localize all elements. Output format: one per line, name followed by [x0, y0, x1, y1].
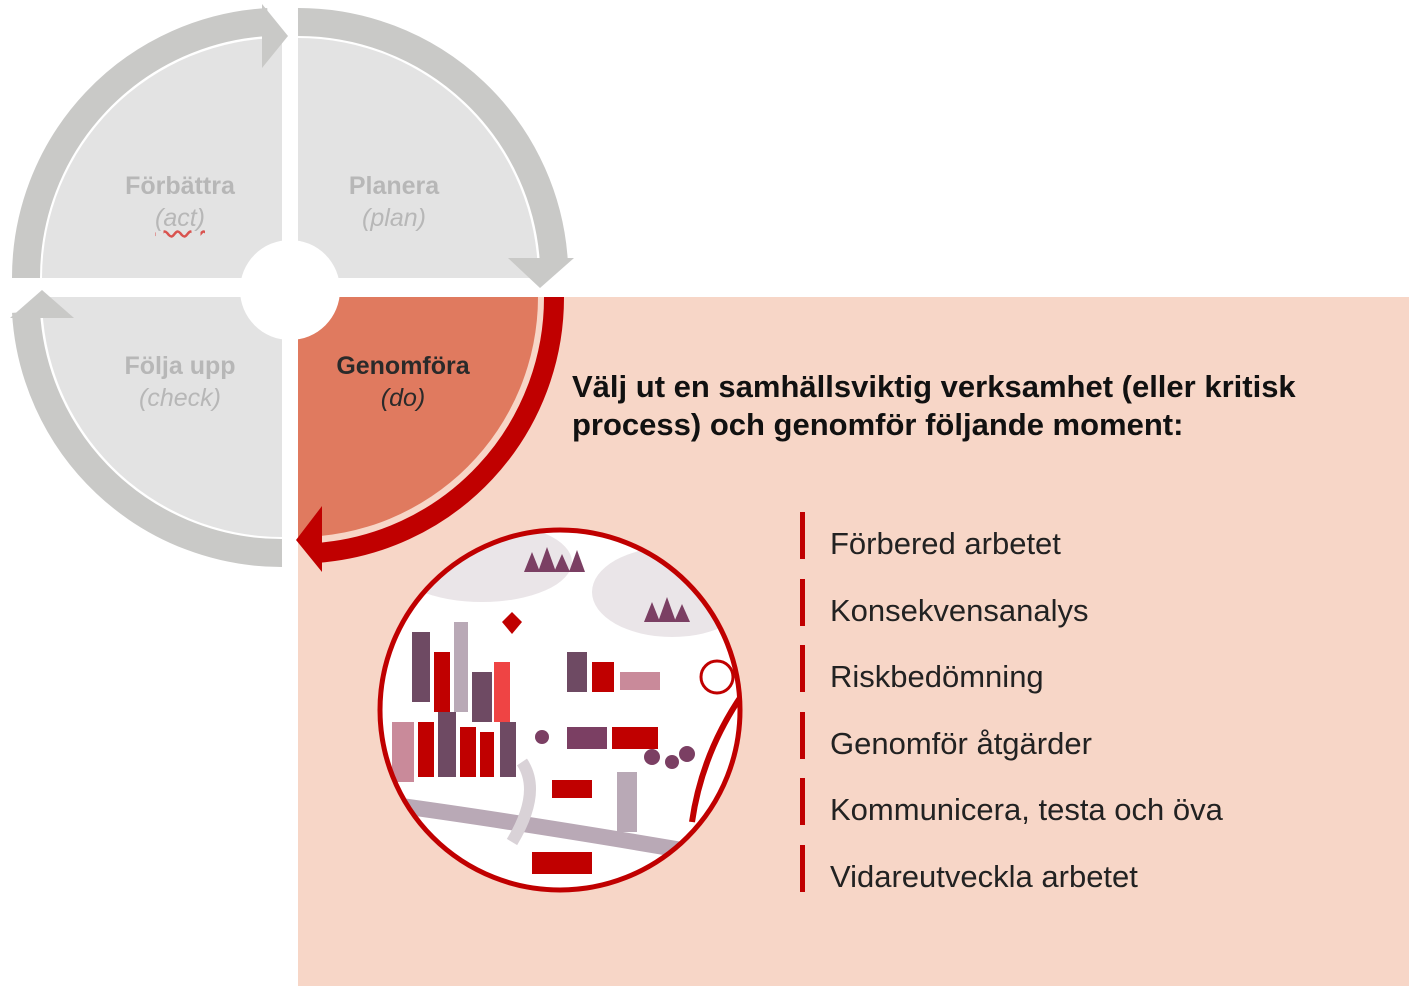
step-marker	[800, 711, 805, 759]
step-label: Vidareutveckla arbetet	[830, 858, 1138, 894]
city-illustration-icon	[377, 527, 743, 893]
step-marker	[800, 578, 805, 626]
step-item: Riskbedömning	[800, 645, 1044, 712]
quadrant-label-check: Följa upp (check)	[80, 350, 280, 414]
quadrant-act-sub: (act)	[155, 204, 205, 232]
panel-heading: Välj ut en samhällsviktig verksamhet (el…	[572, 369, 1296, 442]
step-marker	[800, 645, 805, 693]
arrow-act-to-plan	[11, 4, 288, 279]
step-label: Riskbedömning	[830, 659, 1044, 695]
cycle-hub	[240, 240, 340, 340]
quadrant-check	[42, 297, 282, 537]
step-marker	[800, 778, 805, 826]
step-item: Genomför åtgärder	[800, 711, 1092, 779]
quadrant-act-name: Förbättra	[125, 172, 235, 200]
step-label: Konsekvensanalys	[830, 592, 1089, 628]
quadrant-plan-name: Planera	[348, 172, 440, 200]
step-item: Vidareutveckla arbetet	[800, 844, 1138, 912]
quadrant-plan-sub: (plan)	[362, 204, 426, 232]
quadrant-label-plan: Planera (plan)	[294, 170, 494, 234]
step-marker	[800, 512, 805, 559]
step-label: Förbered arbetet	[830, 526, 1061, 561]
step-item: Förbered arbetet	[800, 512, 1061, 579]
arrow-check-to-act	[10, 290, 283, 568]
step-item: Konsekvensanalys	[800, 578, 1089, 646]
step-label: Genomför åtgärder	[830, 725, 1092, 761]
arrow-do-to-check	[296, 296, 565, 572]
arrow-plan-to-do	[297, 7, 574, 288]
step-label: Kommunicera, testa och öva	[830, 792, 1223, 828]
step-marker	[800, 844, 805, 892]
quadrant-label-do: Genomföra (do)	[303, 350, 503, 414]
step-item: Kommunicera, testa och öva	[800, 778, 1223, 845]
quadrant-do-sub: (do)	[380, 384, 426, 412]
quadrant-check-sub: (check)	[139, 384, 221, 412]
quadrant-check-name: Följa upp	[124, 352, 236, 380]
pdca-cycle	[10, 4, 574, 572]
quadrant-do	[298, 297, 538, 537]
steps-list: Förbered arbetet Konsekvensanalys Riskbe…	[800, 512, 1223, 912]
quadrant-do-name: Genomföra	[336, 352, 470, 380]
quadrant-act	[42, 38, 282, 278]
quadrant-plan	[298, 38, 538, 278]
quadrant-label-act: Förbättra (act)	[80, 170, 280, 234]
